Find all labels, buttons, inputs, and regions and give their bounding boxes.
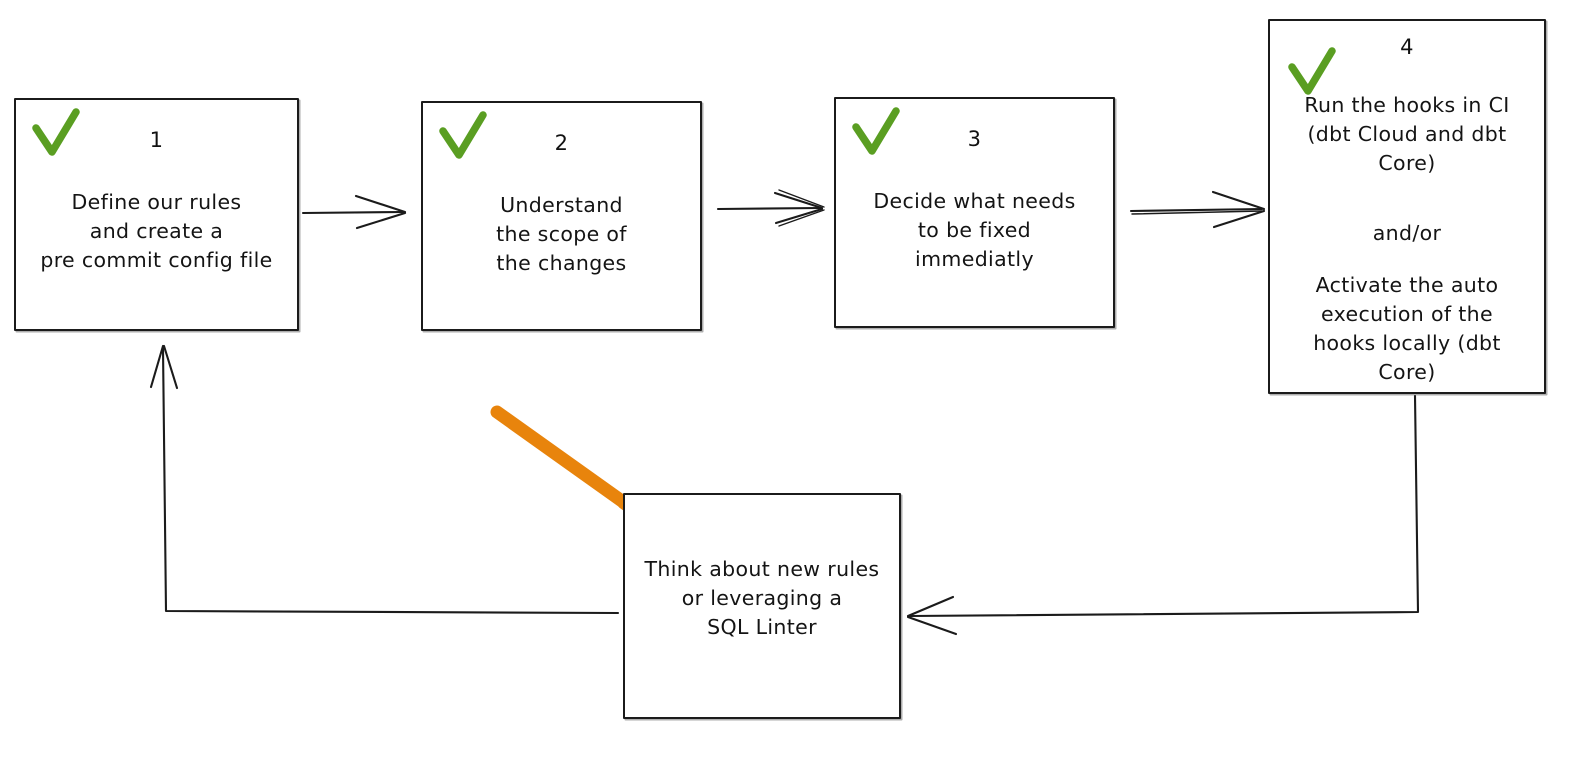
node-4-label-local: Activate the auto execution of the hooks… [1313,273,1501,385]
node-1-step-number: 1 [149,128,164,152]
node-2-step-number: 2 [554,131,569,155]
flow-node-step-4[interactable]: 4 Run the hooks in CI (dbt Cloud and dbt… [1268,19,1546,394]
node-1-label: Define our rules and create a pre commit… [40,190,273,273]
flow-node-step-1[interactable]: 1 Define our rules and create a pre comm… [14,98,299,331]
node-4-label-andor: and/or [1372,221,1442,245]
flow-node-step-3[interactable]: 3 Decide what needs to be fixed immediat… [834,97,1115,328]
node-5-label: Think about new rules or leveraging a SQ… [644,557,880,640]
flow-node-step-2[interactable]: 2 Understand the scope of the changes [421,101,702,331]
node-4-step-number: 4 [1400,35,1414,59]
arrow-5-to-1 [149,344,620,615]
node-2-label: Understand the scope of the changes [496,193,627,276]
green-check-icon [439,111,487,159]
green-check-icon [32,108,80,156]
arrow-1-to-2 [301,194,407,230]
arrow-4-to-5 [906,394,1420,636]
green-check-icon [1288,47,1336,95]
node-4-label-ci: Run the hooks in CI (dbt Cloud and dbt C… [1304,93,1510,176]
flow-node-new-rules[interactable]: Think about new rules or leveraging a SQ… [623,493,901,719]
node-3-label: Decide what needs to be fixed immediatly [873,189,1076,272]
arrow-3-to-4 [1129,190,1266,229]
green-check-icon [852,107,900,155]
node-3-step-number: 3 [967,127,982,151]
arrow-2-to-3 [716,189,825,227]
